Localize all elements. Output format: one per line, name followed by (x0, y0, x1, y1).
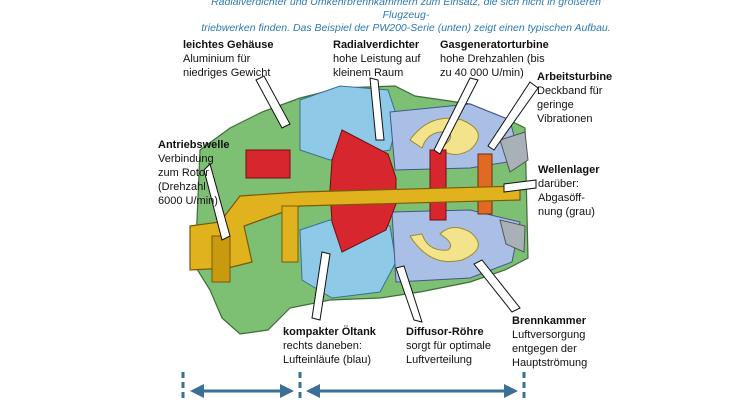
label-arbeitsturbine-title: Arbeitsturbine (537, 71, 613, 83)
label-diffusor-line-2: Luftverteilung (406, 354, 473, 366)
exhaust-grey-lower (499, 219, 526, 253)
pointer-antriebswelle (203, 163, 231, 241)
label-brennkammer: Brennkammer Luftversorgung entgegen der … (512, 314, 587, 370)
intro-text: Radialverdichter und Umkehrbrennkammern … (196, 0, 616, 35)
label-arbeitsturbine-line-3: Vibrationen (537, 113, 593, 125)
dim-arrow-right-head-l (306, 384, 320, 398)
label-gasgenerator-line-1: hohe Drehzahlen (bis (440, 53, 545, 65)
label-radialverdichter-title: Radialverdichter (333, 39, 420, 51)
dim-arrow-left-head-l (190, 384, 204, 398)
dim-arrow-right-head-r (504, 384, 518, 398)
label-oeltank-line-2: Lufteinläufe (blau) (283, 354, 372, 366)
label-antriebswelle-line-3: (Drehzahl (158, 181, 206, 193)
pointer-gehaeuse (255, 75, 291, 129)
label-wellenlager-title: Wellenlager (538, 164, 600, 176)
compressor-rotor-small (245, 149, 291, 179)
label-antriebswelle-line-1: Verbindung (158, 153, 214, 165)
label-arbeitsturbine: Arbeitsturbine Deckband für geringe Vibr… (537, 70, 612, 126)
label-antriebswelle-line-4: 6000 U/min) (158, 195, 218, 207)
label-gasgenerator-title: Gasgeneratorturbine (440, 39, 549, 51)
label-brennkammer-line-1: Luftversorgung (512, 329, 586, 341)
pointer-oeltank (311, 251, 331, 321)
gas-generator-rotor (429, 149, 447, 221)
label-gehaeuse-title: leichtes Gehäuse (183, 39, 274, 51)
label-diffusor-title: Diffusor-Röhre (406, 326, 484, 338)
shaft-gear (281, 205, 299, 263)
label-antriebswelle-line-2: zum Rotor (158, 167, 209, 179)
label-oeltank: kompakter Öltank rechts daneben: Luftein… (283, 325, 376, 367)
label-radialverdichter: Radialverdichter hohe Leistung auf klein… (333, 38, 420, 80)
pointer-gasgenerator (433, 77, 479, 155)
label-gasgenerator-line-2: zu 40 000 U/min) (440, 67, 524, 79)
power-turbine-rotor (477, 153, 493, 215)
label-brennkammer-line-3: Hauptströmung (512, 357, 588, 369)
label-oeltank-line-1: rechts daneben: (283, 340, 362, 352)
label-oeltank-title: kompakter Öltank (283, 326, 376, 338)
label-wellenlager-line-2: Abgasöff- (538, 192, 585, 204)
pointer-brennkammer (473, 259, 521, 313)
label-brennkammer-title: Brennkammer (512, 315, 586, 327)
label-diffusor: Diffusor-Röhre sorgt für optimale Luftve… (406, 325, 491, 367)
label-gasgenerator: Gasgeneratorturbine hohe Drehzahlen (bis… (440, 38, 549, 80)
label-brennkammer-line-2: entgegen der (512, 343, 577, 355)
label-gehaeuse-line-1: Aluminium für (183, 53, 251, 65)
pointer-wellenlager (503, 179, 537, 193)
pointer-arbeitsturbine (487, 81, 539, 151)
label-wellenlager: Wellenlager darüber: Abgasöff- nung (gra… (538, 163, 600, 219)
shaft-flange (211, 235, 231, 283)
label-radialverdichter-line-2: kleinem Raum (333, 67, 404, 79)
label-wellenlager-line-1: darüber: (538, 178, 579, 190)
intro-line-2: triebwerken finden. Das Beispiel der PW2… (201, 22, 611, 34)
pointer-radialverdichter (369, 77, 385, 141)
label-arbeitsturbine-line-1: Deckband für (537, 85, 603, 97)
label-gehaeuse: leichtes Gehäuse Aluminium für niedriges… (183, 38, 274, 80)
dim-arrow-left-head-r (280, 384, 294, 398)
intro-line-1: Radialverdichter und Umkehrbrennkammern … (211, 0, 601, 21)
label-diffusor-line-1: sorgt für optimale (406, 340, 491, 352)
label-antriebswelle-title: Antriebswelle (158, 139, 230, 151)
label-wellenlager-line-3: nung (grau) (538, 206, 595, 218)
label-arbeitsturbine-line-2: geringe (537, 99, 574, 111)
pointer-diffusor (395, 265, 423, 323)
label-gehaeuse-line-2: niedriges Gewicht (183, 67, 271, 79)
burner-lower (409, 227, 479, 263)
label-radialverdichter-line-1: hohe Leistung auf (333, 53, 421, 65)
exhaust-grey (499, 131, 529, 173)
label-antriebswelle: Antriebswelle Verbindung zum Rotor (Dreh… (158, 138, 230, 208)
